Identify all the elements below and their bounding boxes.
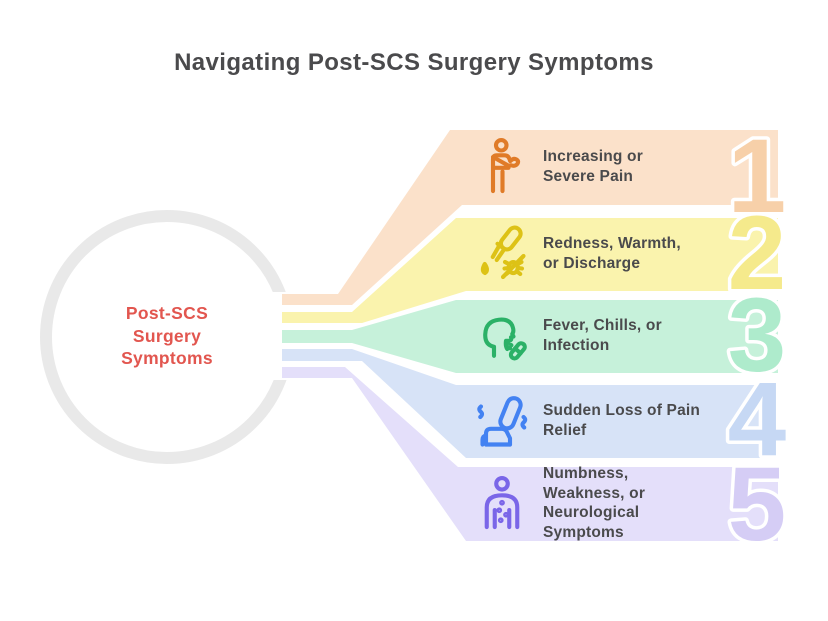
step-number-1: 1 [728,118,786,235]
page-title: Navigating Post-SCS Surgery Symptoms [174,49,654,76]
band-3-label: Fever, Chills, or Infection [543,317,662,354]
band-4-label: Sudden Loss of Pain Relief [543,402,701,439]
ribbon-band-4 [282,349,778,458]
ribbon-band-5 [282,367,778,541]
ribbon-band-1 [282,130,778,305]
step-number-3: 3 [728,277,786,394]
person-arm-sling-icon [490,137,521,194]
band-2-label: Redness, Warmth, or Discharge [543,235,681,272]
stimulator-chair-icon [477,396,528,447]
step-number-2: 2 [728,195,786,312]
coughing-head-icon [483,317,527,361]
step-number-4: 4 [728,361,786,478]
ribbon-band-3 [282,300,778,373]
band-1-label: Increasing or Severe Pain [543,148,643,185]
ribbon-band-2 [282,218,778,323]
dropper-germ-icon [480,225,526,280]
step-number-5: 5 [728,446,786,563]
band-5-label: Numbness, Weakness, or Neurological Symp… [543,465,646,541]
numb-person-icon [484,475,520,530]
center-circle-label: Post-SCS Surgery Symptoms [121,303,213,368]
